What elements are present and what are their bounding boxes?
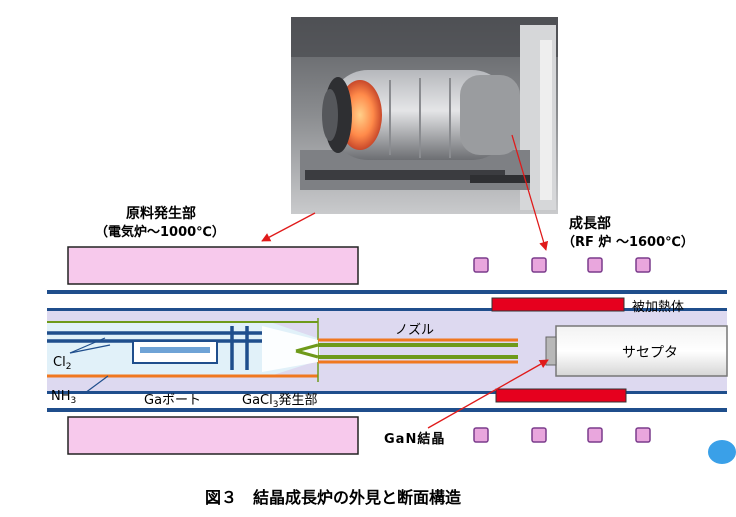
nh3-pointer	[84, 375, 109, 394]
rf-coils-bottom	[473, 427, 651, 443]
furnace-photo	[291, 17, 558, 214]
cl2-pointer	[69, 337, 106, 354]
source-furnace-bottom	[67, 416, 359, 455]
rf-coils-top	[473, 257, 651, 273]
rf-coil	[587, 257, 603, 273]
nozzle-label: ノズル	[395, 323, 435, 338]
rf-coil	[587, 427, 603, 443]
ga-boat	[132, 340, 218, 364]
heater-label: 被加熱体	[632, 300, 685, 315]
source-furnace-top	[67, 246, 359, 285]
growth-subtitle: （RF 炉 ～1600℃）	[562, 235, 694, 250]
nozzle	[262, 326, 518, 372]
rf-coil	[531, 257, 547, 273]
heater-block-bottom	[495, 388, 627, 403]
cl2-label: Cl2	[53, 355, 72, 372]
susceptor-label: サセプタ	[622, 345, 678, 361]
rf-coil	[473, 427, 489, 443]
cl2-pointer-2	[69, 344, 111, 354]
decorative-drop	[708, 440, 736, 464]
gacl3-label: GaCl3発生部	[242, 393, 318, 410]
rf-coil	[531, 427, 547, 443]
gan-arrow	[427, 359, 549, 429]
source-arrow	[261, 212, 316, 242]
rf-coil	[473, 257, 489, 273]
nh3-label: NH3	[51, 389, 77, 406]
rf-coil	[635, 257, 651, 273]
source-subtitle: （電気炉～1000℃）	[95, 225, 225, 240]
heater-block-top	[491, 297, 625, 312]
susceptor	[545, 325, 728, 377]
growth-title: 成長部	[569, 216, 611, 232]
gan-crystal-label: GaN結晶	[384, 432, 446, 447]
ga-boat-label: Gaボート	[144, 393, 202, 408]
growth-arrow	[511, 134, 549, 251]
figure-caption: 図３ 結晶成長炉の外見と断面構造	[205, 488, 462, 507]
rf-coil	[635, 427, 651, 443]
source-title: 原料発生部	[126, 206, 196, 222]
